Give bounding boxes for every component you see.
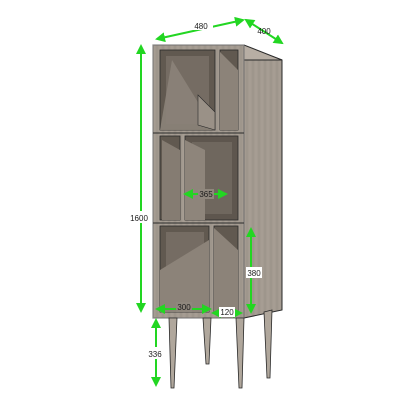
divider-width-label: 120 [220, 308, 234, 317]
leg-height-label: 336 [148, 350, 162, 359]
shelf-width-label: 365 [199, 190, 213, 199]
dimension-labels: 480 400 1600 336 365 380 300 120 [127, 20, 271, 359]
height-label: 1600 [130, 214, 148, 223]
leg-back-right [263, 309, 273, 379]
leg-front-right [235, 317, 245, 389]
leg-front-left [168, 317, 178, 389]
depth-dimension-line [244, 18, 284, 45]
leg-back-left [202, 317, 212, 365]
width-label: 480 [194, 22, 208, 31]
compartment-width-label: 300 [177, 303, 191, 312]
divider-panel-top [197, 94, 216, 131]
legs [168, 309, 273, 389]
depth-label: 400 [257, 27, 271, 36]
bookcase [152, 44, 283, 319]
compartment-height-label: 380 [247, 269, 261, 278]
